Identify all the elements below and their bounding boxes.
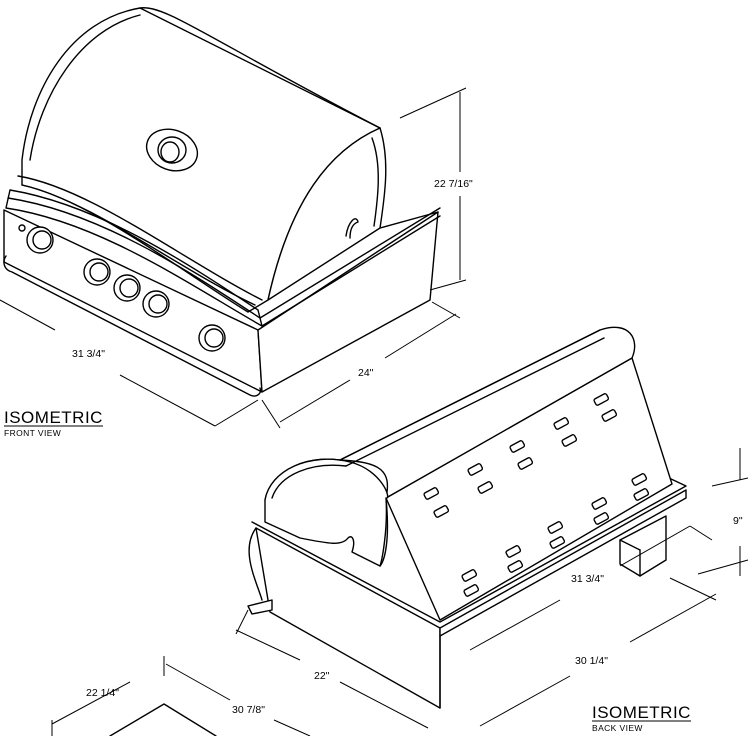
vent-slots — [423, 393, 650, 597]
front-height-dimension: 22 7/16" — [434, 178, 473, 190]
back-depth-dimension: 22" — [314, 670, 330, 682]
front-view-subtitle: FRONT VIEW — [4, 428, 61, 438]
back-width-lower-dimension: 30 1/4" — [575, 655, 608, 667]
back-view-grill — [247, 326, 687, 709]
cutout-depth-dimension: 22 1/4" — [86, 687, 119, 699]
front-width-dimension: 31 3/4" — [72, 348, 105, 360]
front-view-title: ISOMETRIC — [4, 408, 103, 427]
front-depth-dimension: 24" — [358, 367, 374, 379]
cutout-outline — [51, 656, 311, 736]
cutout-width-dimension: 30 7/8" — [232, 704, 265, 716]
back-dimension-lines — [235, 448, 749, 729]
back-width-upper-dimension: 31 3/4" — [571, 573, 604, 585]
back-height-dimension: 9" — [733, 515, 743, 527]
back-view-subtitle: BACK VIEW — [592, 723, 643, 733]
front-view-grill — [3, 7, 441, 397]
front-dimension-lines — [0, 87, 467, 429]
back-view-title: ISOMETRIC — [592, 703, 691, 722]
